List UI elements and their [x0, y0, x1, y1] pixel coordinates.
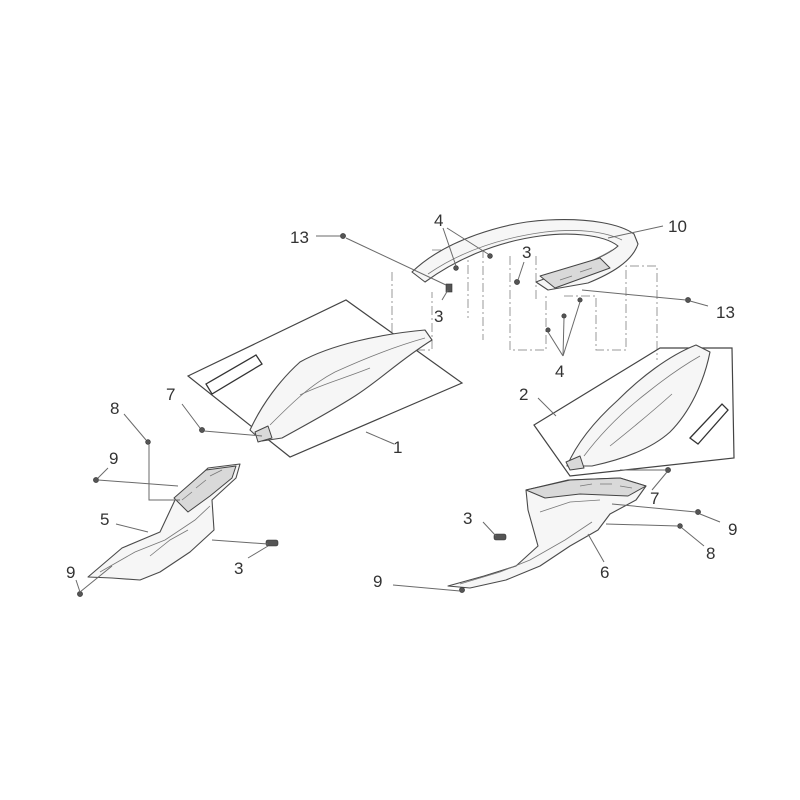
screw-8a	[145, 439, 151, 445]
callout-13-top-left: 13	[290, 228, 309, 247]
callout-5: 5	[100, 510, 109, 529]
part-2-right-side-cover	[533, 344, 735, 477]
clip-4a	[453, 265, 459, 271]
callout-8-left: 8	[110, 399, 119, 418]
clip-4b	[487, 253, 493, 259]
part-6-lower-right-panel	[447, 477, 647, 589]
callout-4-lower: 4	[555, 362, 564, 381]
callout-3-right-lower: 3	[463, 509, 472, 528]
callout-6: 6	[600, 563, 609, 582]
callout-1: 1	[393, 438, 402, 457]
callout-7-right: 7	[650, 489, 659, 508]
part-1-left-side-cover	[186, 299, 464, 458]
callout-4-top: 4	[434, 211, 443, 230]
callout-8-right: 8	[706, 544, 715, 563]
screw-9a	[93, 477, 99, 483]
hardware-fasteners	[77, 233, 701, 597]
callout-9-left-lower: 9	[66, 563, 75, 582]
screw-9d	[459, 587, 465, 593]
left-decal-strip	[205, 354, 263, 395]
right-decal-strip	[689, 403, 729, 445]
callout-9-right: 9	[728, 520, 737, 539]
screw-8b	[677, 523, 683, 529]
callout-10: 10	[668, 217, 687, 236]
part-5-lower-left-panel	[87, 463, 241, 581]
callout-2: 2	[519, 385, 528, 404]
callout-labels: 13 4 10 3 3 13 4 7 8 1 2 9 5 3 9 7 3 9 8…	[66, 211, 737, 591]
callout-9-left-upper: 9	[109, 449, 118, 468]
callout-9-bottom: 9	[373, 572, 382, 591]
callout-3-upper-right: 3	[522, 243, 531, 262]
screw-7b	[665, 467, 671, 473]
clip-4c	[545, 327, 551, 333]
callout-13-right: 13	[716, 303, 735, 322]
screw-13b	[685, 297, 691, 303]
nut-3a	[445, 283, 453, 293]
part-10-rear-grab-arch	[411, 219, 639, 291]
clip-4e	[577, 297, 583, 303]
nut-3b	[514, 279, 520, 285]
grommet-3c	[265, 539, 279, 547]
callout-3-left-lower: 3	[234, 559, 243, 578]
screw-7a	[199, 427, 205, 433]
screw-13a	[340, 233, 346, 239]
screw-9b	[77, 591, 83, 597]
callout-3-upper-left: 3	[434, 307, 443, 326]
callout-7-left: 7	[166, 385, 175, 404]
leader-lines	[75, 225, 721, 593]
grommet-3d	[493, 533, 507, 541]
screw-9c	[695, 509, 701, 515]
clip-4d	[561, 313, 567, 319]
